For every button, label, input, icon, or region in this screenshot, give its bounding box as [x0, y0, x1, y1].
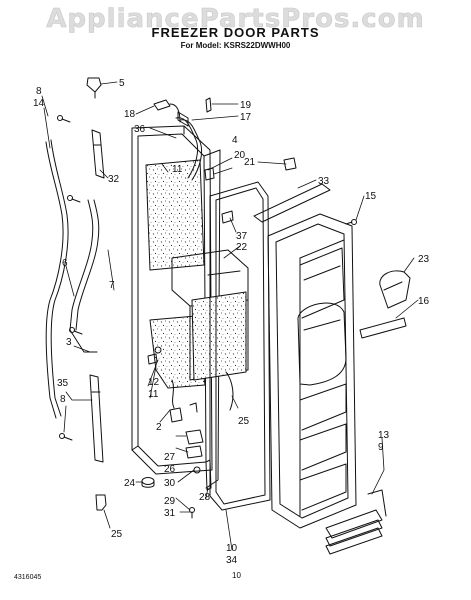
- callout-2: 2: [156, 422, 162, 433]
- callout-29: 29: [164, 496, 176, 507]
- hinge-parts-lower: [147, 346, 198, 423]
- dispenser-panel: [297, 302, 347, 386]
- callout-25-right: 25: [238, 416, 250, 427]
- page-number: 10: [232, 571, 241, 580]
- insulation-lower: [149, 315, 206, 389]
- plug-21: [283, 157, 297, 171]
- callout-33: 33: [318, 176, 330, 187]
- callout-20: 20: [234, 150, 246, 161]
- callout-15: 15: [365, 191, 377, 202]
- hinge-pin-top: [86, 77, 102, 99]
- callout-31: 31: [164, 508, 176, 519]
- callout-8: 8: [36, 86, 42, 97]
- callout-19: 19: [240, 100, 252, 111]
- callout-17: 17: [240, 112, 252, 123]
- callout-32: 32: [108, 174, 120, 185]
- callout-35: 35: [57, 378, 69, 389]
- callout-3: 3: [66, 337, 72, 348]
- callout-16: 16: [418, 296, 430, 307]
- handle-rail-lower: [89, 374, 104, 463]
- callout-6: 6: [62, 258, 68, 269]
- callout-21: 21: [244, 157, 256, 168]
- screw-15: [345, 219, 357, 225]
- wire-harness: [175, 111, 203, 181]
- callout-26: 26: [164, 464, 176, 475]
- door-shelves: [299, 247, 347, 511]
- callout-14: 14: [33, 98, 45, 109]
- door-handle-left: [45, 139, 69, 419]
- callout-11-lower: 11: [148, 389, 159, 400]
- foot-24: [141, 477, 155, 488]
- callout-8-lower: 8: [60, 394, 66, 405]
- pad-strip: [359, 317, 407, 339]
- callout-37: 37: [236, 231, 248, 242]
- callout-25-left: 25: [111, 529, 123, 540]
- insulation-upper: [145, 159, 205, 271]
- spacer-20: [204, 167, 215, 181]
- callout-24: 24: [124, 478, 136, 489]
- callout-36: 36: [134, 124, 146, 135]
- document-number: 4316045: [14, 574, 42, 581]
- diagram-title: FREEZER DOOR PARTS: [151, 25, 320, 40]
- handle-bracket-arm: [69, 199, 100, 353]
- callout-13: 13: [378, 430, 390, 441]
- hinge-pin-bottom: [95, 494, 107, 511]
- callout-18: 18: [124, 109, 136, 120]
- callout-5: 5: [119, 78, 125, 89]
- callout-11-upper: 11: [172, 164, 183, 175]
- dispenser-insulation: [191, 291, 247, 381]
- callout-34: 34: [226, 555, 238, 566]
- small-screws-left: [57, 115, 83, 441]
- wire-connector: [153, 99, 181, 123]
- chute-door: [379, 270, 411, 309]
- switch-19: [205, 97, 212, 113]
- callout-28: 28: [199, 492, 211, 503]
- callout-9: 9: [378, 442, 384, 453]
- bottom-hinge-assembly: [185, 429, 212, 519]
- callout-22: 22: [236, 242, 248, 253]
- watermark: AppliancePartsPros.com: [46, 4, 425, 35]
- callout-23: 23: [418, 254, 430, 265]
- door-gasket: [209, 181, 271, 511]
- callout-12: 12: [148, 377, 160, 388]
- callout-labels: 5 8 14 32 6 7 3 35 8 24 25 18 19 17 36 4…: [33, 78, 430, 566]
- model-subtitle: For Model: KSRS22DWWH00: [180, 41, 291, 50]
- clip-37: [221, 210, 234, 224]
- dispenser-trim-strip: [225, 371, 234, 411]
- leader-lines: [41, 81, 419, 551]
- door-outer-panel: [267, 213, 357, 529]
- callout-30: 30: [164, 478, 176, 489]
- handle-rail-upper: [91, 129, 105, 179]
- callout-7: 7: [109, 280, 115, 291]
- top-gasket-strip: [253, 183, 331, 223]
- callout-4: 4: [232, 135, 238, 146]
- callout-27: 27: [164, 452, 176, 463]
- callout-10: 10: [226, 543, 238, 554]
